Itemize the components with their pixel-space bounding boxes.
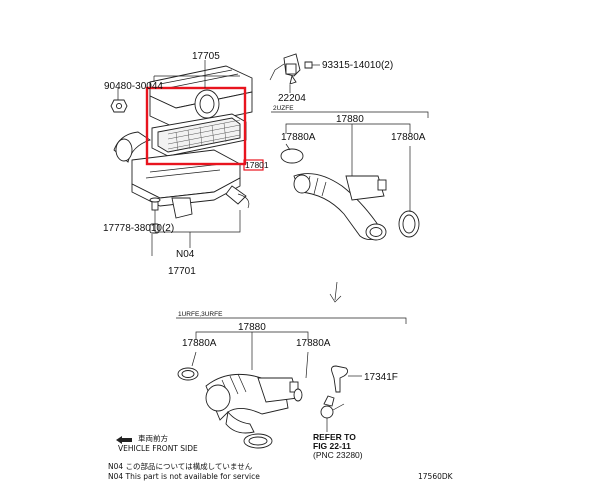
refer-line3: (PNC 23280) <box>313 450 363 460</box>
screw-top-right[interactable] <box>304 61 320 69</box>
refer-line2: FIG 22-11 <box>313 441 351 451</box>
down-arrow-icon <box>329 281 342 303</box>
engine-label-upper: 2UZFE <box>273 105 294 112</box>
footnote-jp: N04 この部品については構成していません <box>108 461 253 471</box>
callout-17341f: 17341F <box>364 372 398 383</box>
callout-17880-upper: 17880 <box>336 114 364 125</box>
callout-17705: 17705 <box>192 51 220 62</box>
callout-17880a-upper-left: 17880A <box>281 132 316 143</box>
bolt-top-left[interactable] <box>110 99 128 113</box>
callout-17701: 17701 <box>168 266 196 277</box>
grommet-n04[interactable] <box>149 223 160 234</box>
refer-line1: REFER TO <box>313 432 356 442</box>
callout-n04: N04 <box>176 249 195 260</box>
callout-93315-14010: 93315-14010(2) <box>322 60 393 71</box>
vehicle-front-en: VEHICLE FRONT SIDE <box>118 444 198 453</box>
vehicle-front-arrow-icon <box>116 436 132 444</box>
engine-label-lower: 1URFE,3URFE <box>178 311 223 318</box>
callout-22204: 22204 <box>278 93 306 104</box>
callout-17880a-lower-left: 17880A <box>182 338 217 349</box>
mass-air-flow-sensor[interactable] <box>283 53 301 85</box>
highlight-box <box>145 86 247 166</box>
figure-id: 17560DK <box>418 472 454 481</box>
callout-17880a-upper-right: 17880A <box>391 132 426 143</box>
callout-17880a-lower-right: 17880A <box>296 338 331 349</box>
callout-90480-30044: 90480-30044 <box>104 81 163 92</box>
callout-17801: 17801 <box>245 160 269 170</box>
hose-upper[interactable] <box>280 148 420 241</box>
callout-17778-38010: 17778-38010(2) <box>103 223 174 234</box>
vehicle-front-jp: 車両前方 <box>138 433 168 443</box>
callout-17880-lower: 17880 <box>238 322 266 333</box>
hose-lower[interactable] <box>177 367 303 449</box>
footnote-en: N04 This part is not available for servi… <box>108 472 260 481</box>
small-hose[interactable] <box>320 365 349 419</box>
air-cleaner-case[interactable] <box>113 131 250 219</box>
highlight-label-box <box>243 159 264 171</box>
